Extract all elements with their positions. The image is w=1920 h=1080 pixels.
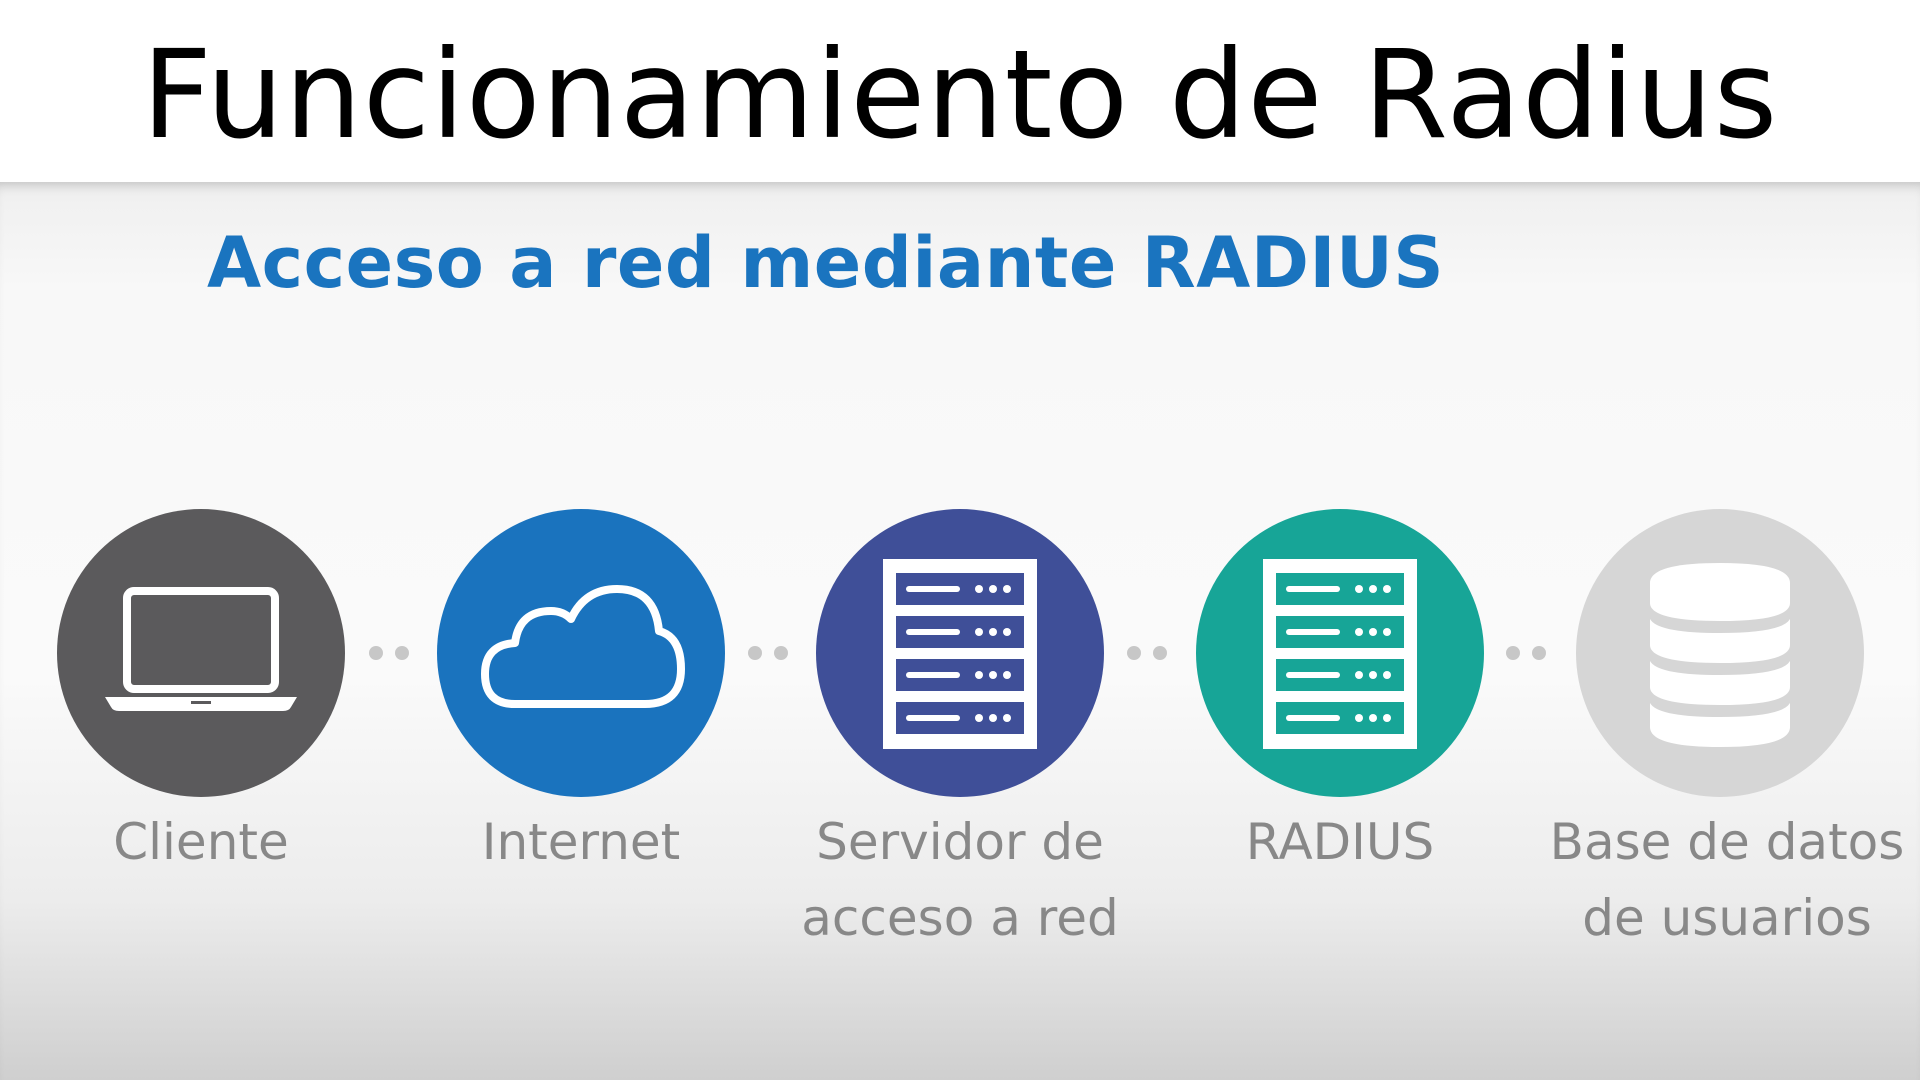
user-database-label: Base de datos de usuarios [1537, 804, 1917, 956]
connector-dots [1127, 646, 1179, 660]
radius-node [1196, 509, 1484, 797]
label-line: Base de datos [1549, 813, 1905, 871]
server-rack-icon [883, 559, 1037, 749]
label-line: Cliente [113, 813, 289, 871]
connector-dots [748, 646, 800, 660]
slide-area: Acceso a red mediante RADIUS [0, 182, 1920, 1080]
connector-dots [369, 646, 421, 660]
cloud-icon [481, 585, 685, 708]
cliente-label: Cliente [11, 804, 391, 880]
connector-dots [1506, 646, 1558, 660]
internet-label: Internet [391, 804, 771, 880]
server-rack-icon [1263, 559, 1417, 749]
database-icon [1650, 563, 1790, 747]
user-database-node [1576, 509, 1864, 797]
nas-label: Servidor de acceso a red [770, 804, 1150, 956]
label-line: de usuarios [1582, 889, 1872, 947]
internet-node [437, 509, 725, 797]
laptop-icon [105, 587, 297, 711]
label-line: RADIUS [1245, 813, 1435, 871]
label-line: acceso a red [801, 889, 1119, 947]
cliente-node [57, 509, 345, 797]
page-title: Funcionamiento de Radius [141, 24, 1779, 166]
label-line: Servidor de [816, 813, 1104, 871]
radius-label: RADIUS [1150, 804, 1530, 880]
label-line: Internet [481, 813, 681, 871]
title-bar: Funcionamiento de Radius [0, 0, 1920, 182]
nas-node [816, 509, 1104, 797]
slide-subtitle: Acceso a red mediante RADIUS [207, 222, 1445, 304]
